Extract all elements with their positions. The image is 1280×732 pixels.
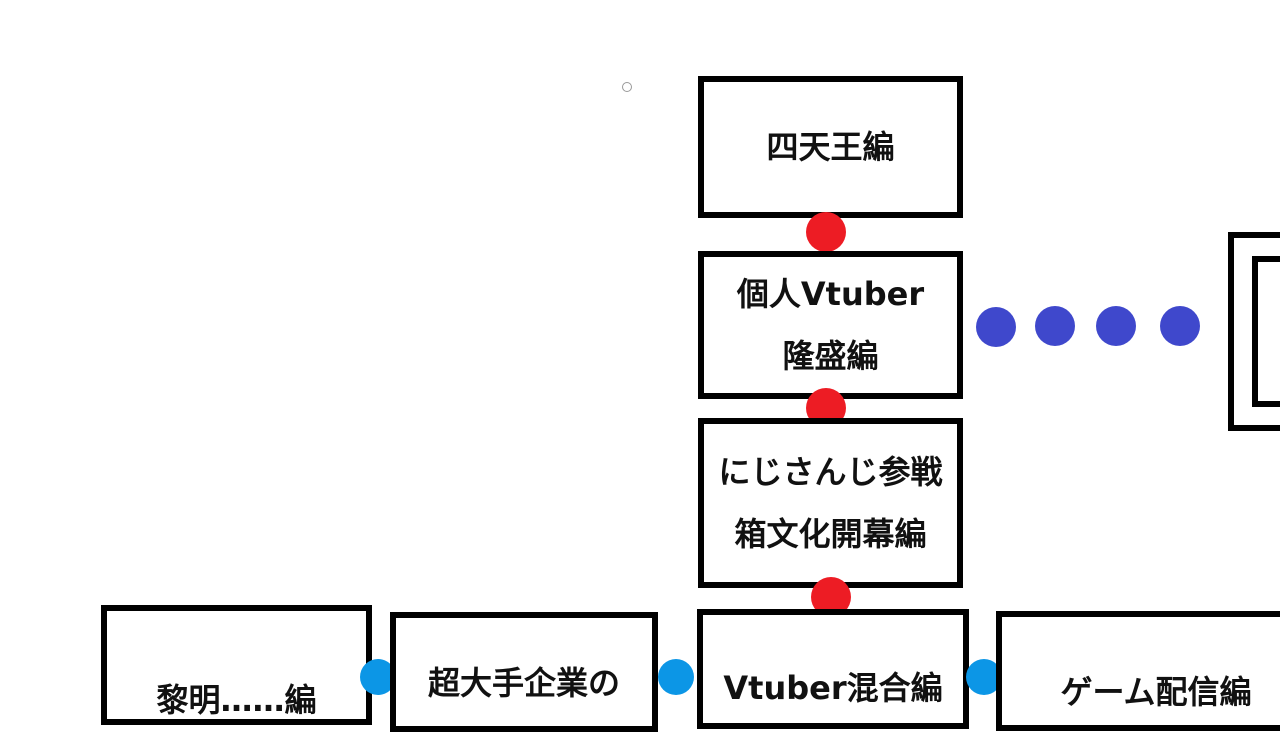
node-label: にじさんじ参戦 [718, 453, 943, 491]
node-label: 個人Vtuber [736, 275, 925, 313]
node-nijisanji: にじさんじ参戦 箱文化開幕編 [698, 418, 963, 588]
node-shitennou: 四天王編 [698, 76, 963, 218]
node-label: ゲーム配信編 [1060, 673, 1252, 711]
node-bottom-1: 黎明……編 [101, 605, 372, 725]
node-label: Vtuber混合編 [723, 669, 943, 707]
node-label: 超大手企業の [427, 664, 620, 702]
node-offscreen-right [1228, 232, 1280, 431]
ellipsis-dot [976, 307, 1016, 347]
node-bottom-2: 超大手企業の [390, 612, 658, 732]
node-label: 四天王編 [766, 128, 895, 166]
connector-dot [806, 212, 846, 252]
inner-border [1252, 256, 1280, 407]
node-label: 箱文化開幕編 [734, 515, 927, 553]
node-bottom-4: ゲーム配信編 [996, 611, 1280, 731]
ellipsis-dot [1096, 306, 1136, 346]
small-circle-marker [622, 82, 632, 92]
node-bottom-3: Vtuber混合編 [697, 609, 969, 729]
node-label: 黎明……編 [156, 681, 317, 719]
node-label: 隆盛編 [782, 337, 879, 375]
ellipsis-dot [1160, 306, 1200, 346]
connector-dot [658, 659, 694, 695]
node-kojin-vtuber: 個人Vtuber 隆盛編 [698, 251, 963, 399]
ellipsis-dot [1035, 306, 1075, 346]
